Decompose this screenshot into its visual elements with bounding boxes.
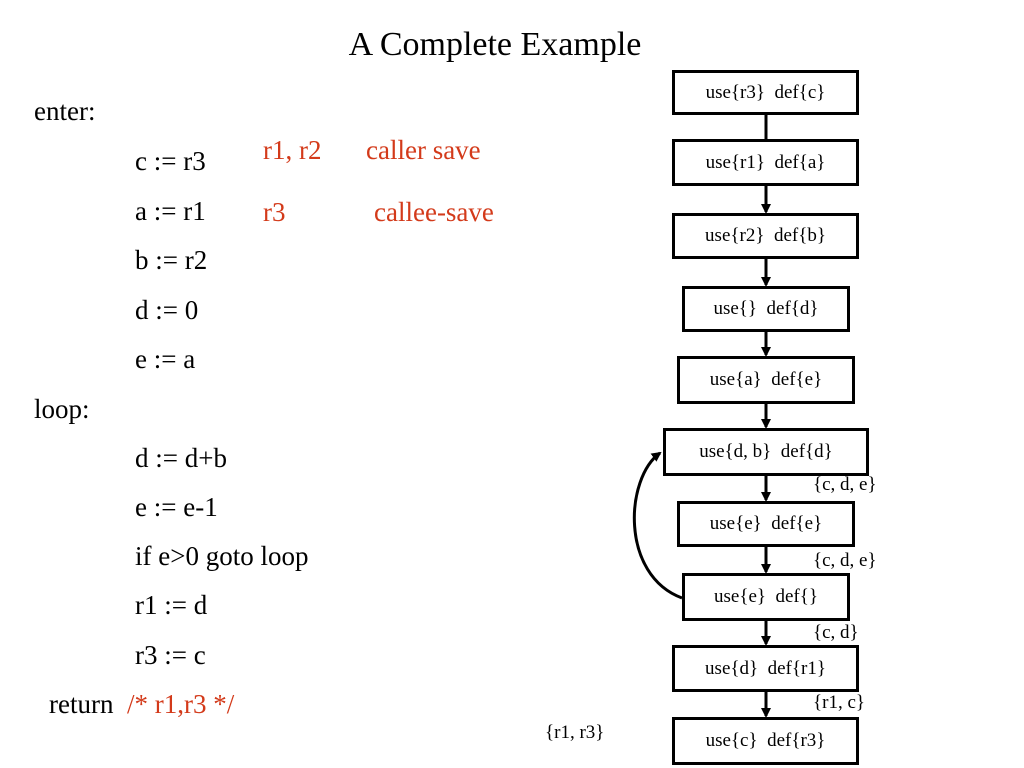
flow-node-3: use{r2} def{b}: [672, 213, 859, 259]
code-line-r3-c: r3 := c: [135, 640, 206, 670]
return-comment: /* r1,r3 */: [126, 689, 235, 719]
loop-back-edge: [632, 451, 683, 600]
flow-node-2: use{r1} def{a}: [672, 139, 859, 186]
caller-save-label: caller save: [366, 135, 481, 165]
flow-node-6: use{d, b} def{d}: [663, 428, 869, 476]
code-line-d-d-plus-b: d := d+b: [135, 443, 227, 473]
code-line-e-e-minus-1: e := e-1: [135, 492, 218, 522]
code-line-r1-d: r1 := d: [135, 590, 208, 620]
enter-label: enter:: [34, 96, 96, 126]
live-set-after-node-9: {r1, c}: [813, 692, 865, 713]
code-line-c-r3: c := r3: [135, 146, 206, 176]
flow-node-9: use{d} def{r1}: [672, 645, 859, 692]
flow-node-5: use{a} def{e}: [677, 356, 855, 404]
slide-title: A Complete Example: [348, 26, 642, 63]
code-line-if-goto: if e>0 goto loop: [135, 541, 309, 571]
code-line-d-0: d := 0: [135, 295, 199, 325]
flow-node-10: use{c} def{r3}: [672, 717, 859, 765]
return-keyword: return: [49, 689, 114, 719]
code-line-e-a: e := a: [135, 344, 196, 374]
live-set-after-node-6: {c, d, e}: [813, 474, 877, 495]
live-set-after-node-8: {c, d}: [813, 622, 859, 643]
live-set-after-node-7: {c, d, e}: [813, 550, 877, 571]
code-line-b-r2: b := r2: [135, 245, 208, 275]
flow-node-4: use{} def{d}: [682, 286, 850, 332]
flow-node-8: use{e} def{}: [682, 573, 850, 621]
code-line-a-r1: a := r1: [135, 196, 206, 226]
callee-save-regs: r3: [263, 197, 286, 227]
flow-node-7: use{e} def{e}: [677, 501, 855, 547]
callee-save-label: callee-save: [374, 197, 494, 227]
loop-label: loop:: [34, 394, 90, 424]
live-set-exit: {r1, r3}: [545, 722, 605, 743]
return-line: return /* r1,r3 */: [49, 689, 234, 720]
flow-node-1: use{r3} def{c}: [672, 70, 859, 115]
caller-save-regs: r1, r2: [263, 135, 322, 165]
